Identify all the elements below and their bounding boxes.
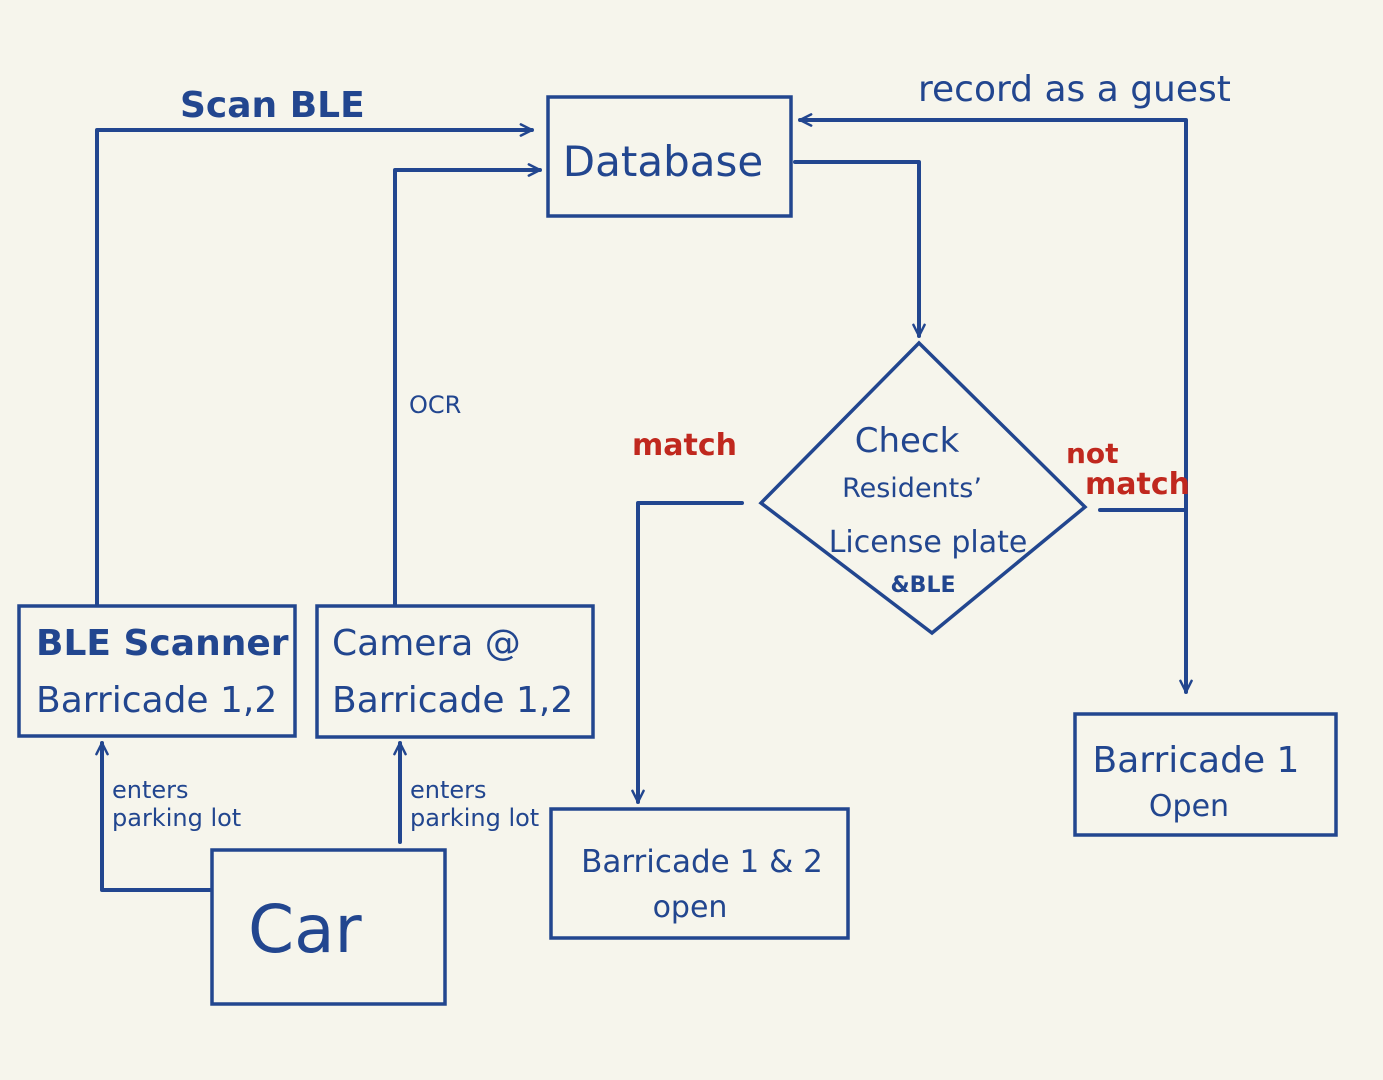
enters-camera-label-line1: enters (410, 776, 487, 804)
barricade-one-label-line2: Open (1149, 789, 1229, 824)
edge-ble-scanner-to-database (95, 123, 534, 607)
edge-database-to-check (793, 160, 926, 338)
barricade-one-label-line1: Barricade 1 (1093, 740, 1300, 781)
check-label-line1: Check (855, 421, 960, 461)
car-box (210, 848, 447, 1006)
enters-ble-label-line1: enters (112, 776, 189, 804)
barricade-one-box (1073, 712, 1338, 837)
not-match-label-line2: match (1085, 467, 1190, 502)
ocr-label: OCR (409, 391, 461, 419)
edge-record-guest-to-database (798, 113, 1188, 512)
ble-scanner-box (17, 604, 297, 738)
edge-check-not-match-to-barricade-one (1098, 508, 1193, 694)
edge-check-match-to-barricade-both (631, 501, 744, 804)
ble-scanner-label-line1: BLE Scanner (36, 623, 289, 664)
check-diamond (758, 340, 1088, 636)
record-guest-label: record as a guest (918, 69, 1231, 110)
check-label-line2: Residents’ (842, 473, 982, 504)
match-label: match (632, 428, 737, 463)
database-box (546, 95, 793, 218)
edge-car-to-ble-scanner (95, 741, 212, 892)
car-label: Car (248, 891, 363, 968)
ble-scanner-label-line2: Barricade 1,2 (36, 680, 277, 721)
barricade-both-label-line1: Barricade 1 & 2 (581, 844, 823, 880)
database-label: Database (563, 137, 763, 186)
camera-label-line1: Camera @ (332, 623, 521, 664)
camera-label-line2: Barricade 1,2 (332, 680, 573, 721)
edge-camera-to-database (393, 163, 542, 607)
check-label-line4: &BLE (890, 573, 955, 598)
enters-ble-label-line2: parking lot (112, 804, 241, 832)
scan-ble-label: Scan BLE (180, 85, 365, 126)
check-label-line3: License plate (829, 525, 1028, 560)
not-match-label-line1: not (1066, 437, 1119, 470)
enters-camera-label-line2: parking lot (410, 804, 539, 832)
camera-box (315, 604, 595, 739)
barricade-both-label-line2: open (653, 890, 728, 925)
barricade-both-box (549, 807, 850, 940)
